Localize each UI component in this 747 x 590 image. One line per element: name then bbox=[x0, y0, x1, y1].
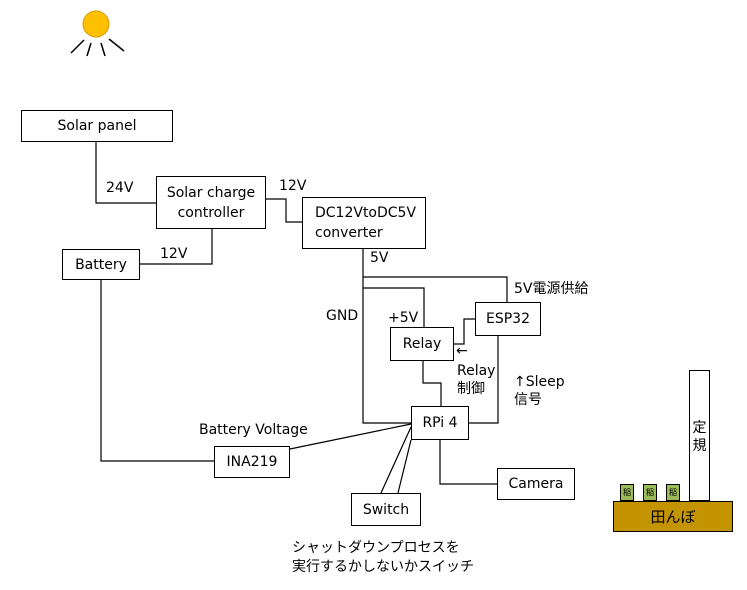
ruler-block: 定 規 bbox=[689, 370, 710, 501]
plant-2: 稲 bbox=[643, 484, 657, 501]
charge-controller-block: Solar charge controller bbox=[156, 176, 266, 229]
ruler-label: 定 規 bbox=[692, 420, 707, 454]
wire-ina219-rpi bbox=[289, 423, 412, 450]
wire-solar-24v bbox=[95, 141, 156, 204]
switch-label: Switch bbox=[362, 501, 410, 518]
ina219-block: INA219 bbox=[214, 446, 290, 478]
plant-2-label: 稲 bbox=[646, 487, 654, 497]
rpi-label: RPi 4 bbox=[422, 415, 458, 431]
wire-5v-supply bbox=[362, 249, 508, 302]
charge-controller-label: Solar charge controller bbox=[166, 184, 256, 221]
paddy-field-block: 田んぼ bbox=[613, 501, 733, 532]
plant-1-label: 稲 bbox=[623, 487, 631, 497]
plant-3-label: 稲 bbox=[669, 487, 677, 497]
wire-5v-relay bbox=[363, 287, 425, 327]
wire-rpi-switch-b bbox=[397, 439, 412, 494]
label-relay-control: Relay 制御 bbox=[457, 363, 496, 397]
relay-block: Relay bbox=[390, 327, 454, 361]
label-sleep-signal: ↑Sleep 信号 bbox=[514, 374, 565, 408]
label-5v: 5V bbox=[370, 250, 389, 266]
solar-panel-label: Solar panel bbox=[57, 118, 137, 134]
battery-label: Battery bbox=[75, 256, 127, 273]
paddy-field-label: 田んぼ bbox=[650, 507, 696, 526]
solar-panel-block: Solar panel bbox=[21, 110, 173, 142]
sun-icon bbox=[70, 10, 125, 57]
esp32-label: ESP32 bbox=[486, 311, 530, 327]
label-24v: 24V bbox=[106, 180, 134, 196]
dcdc-converter-label: DC12VtoDC5V converter bbox=[315, 205, 417, 241]
wire-battery-12v bbox=[140, 229, 213, 265]
switch-block: Switch bbox=[351, 493, 421, 526]
label-12v-top: 12V bbox=[279, 178, 307, 194]
relay-arrow-icon: ← bbox=[456, 343, 468, 359]
plant-3: 稲 bbox=[666, 484, 680, 501]
label-gnd: GND bbox=[326, 308, 359, 324]
wire-cc-dcdc-12v bbox=[266, 198, 302, 223]
rpi-block: RPi 4 bbox=[411, 406, 469, 440]
dcdc-converter-block: DC12VtoDC5V converter bbox=[302, 197, 426, 249]
wire-gnd bbox=[362, 277, 411, 424]
battery-block: Battery bbox=[62, 249, 140, 280]
label-5v-power-supply: 5V電源供給 bbox=[514, 281, 589, 297]
switch-caption: シャットダウンプロセスを 実行するかしないかスイッチ bbox=[292, 540, 474, 575]
plant-1: 稲 bbox=[620, 484, 634, 501]
label-12v-battery: 12V bbox=[160, 246, 188, 262]
label-battery-voltage: Battery Voltage bbox=[199, 422, 308, 438]
wire-esp32-relay bbox=[454, 318, 475, 345]
camera-block: Camera bbox=[497, 468, 575, 500]
wire-relay-rpi bbox=[422, 361, 442, 406]
esp32-block: ESP32 bbox=[475, 302, 541, 336]
wire-rpi-camera bbox=[439, 440, 497, 485]
camera-label: Camera bbox=[508, 476, 564, 492]
wire-esp32-rpi bbox=[469, 336, 499, 424]
ina219-label: INA219 bbox=[226, 454, 278, 470]
label-plus5v: +5V bbox=[388, 310, 419, 326]
relay-label: Relay bbox=[402, 336, 442, 352]
wire-rpi-switch-a bbox=[380, 426, 412, 494]
wire-battery-ina219 bbox=[100, 280, 214, 462]
